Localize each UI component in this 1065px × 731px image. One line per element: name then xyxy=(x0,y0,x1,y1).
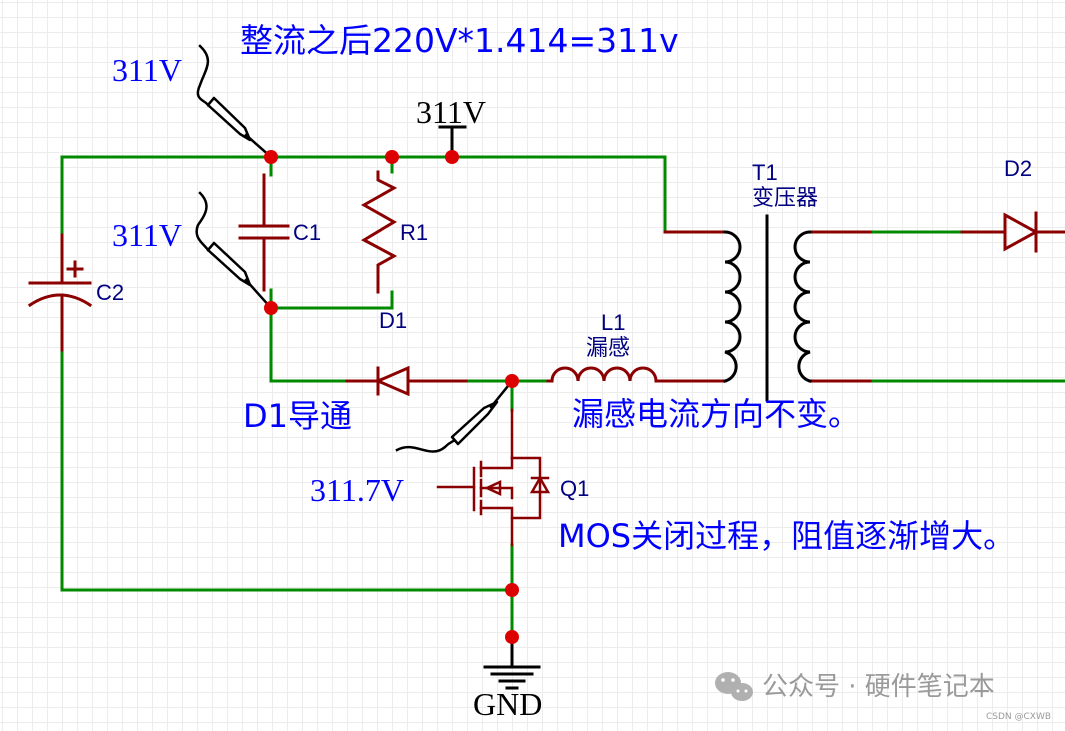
wire-c1-r1-bottom xyxy=(269,290,394,310)
junction-dot xyxy=(505,374,519,388)
net-label-ground: GND xyxy=(473,686,543,722)
mosfet-q1 xyxy=(436,408,551,547)
probe-drain-icon xyxy=(395,379,514,453)
ref-l1: L1 xyxy=(601,310,626,335)
wechat-logo-icon xyxy=(715,672,753,701)
transformer-secondary-coil xyxy=(793,230,812,383)
annotation-leakage-current: 漏感电流方向不变。 xyxy=(572,395,861,433)
probe-drain-value: 311.7V xyxy=(310,472,404,508)
name-l1: 漏感 xyxy=(586,336,631,361)
wire-left-rail xyxy=(60,155,514,592)
ref-d1: D1 xyxy=(379,308,408,333)
ref-c2: C2 xyxy=(96,280,125,305)
wires xyxy=(60,155,1065,639)
transformer-primary-coil xyxy=(723,230,742,383)
title-annotation: 整流之后220V*1.414=311v xyxy=(240,21,679,60)
ref-q1: Q1 xyxy=(560,476,590,501)
diode-d1 xyxy=(345,365,468,397)
ref-t1: T1 xyxy=(752,160,778,185)
junction-dot xyxy=(445,150,459,164)
polarity-plus-icon xyxy=(66,260,84,278)
diode-d2 xyxy=(960,211,1065,253)
watermark-text: 公众号 · 硬件笔记本 xyxy=(762,672,995,702)
wire-top-bus xyxy=(60,155,667,234)
junction-dot xyxy=(264,301,278,315)
ref-d2: D2 xyxy=(1004,156,1033,181)
junction-dot xyxy=(385,150,399,164)
junction-dot xyxy=(505,583,519,597)
capacitor-c2 xyxy=(27,233,93,352)
probe-c1-icon xyxy=(195,191,273,310)
name-t1: 变压器 xyxy=(752,186,819,211)
resistor-r1 xyxy=(360,170,398,294)
junction-dot xyxy=(505,630,519,644)
net-label-bus-voltage: 311V xyxy=(416,94,486,130)
watermark-credit: CSDN @CXWB xyxy=(986,712,1052,722)
junction-dot xyxy=(264,150,278,164)
ref-c1: C1 xyxy=(293,220,322,245)
ref-r1: R1 xyxy=(400,220,429,245)
capacitor-c1 xyxy=(238,173,290,292)
inductor-l1 xyxy=(546,366,666,383)
annotation-d1-conducting: D1导通 xyxy=(243,397,353,435)
probe-c1-value: 311V xyxy=(112,217,182,253)
wire-c1-d1 xyxy=(269,288,349,383)
annotation-mos-turnoff: MOS关闭过程，阻值逐渐增大。 xyxy=(558,517,1016,555)
ground-symbol xyxy=(483,635,541,690)
probe-top-icon xyxy=(196,44,273,159)
probe-top-value: 311V xyxy=(112,52,182,88)
